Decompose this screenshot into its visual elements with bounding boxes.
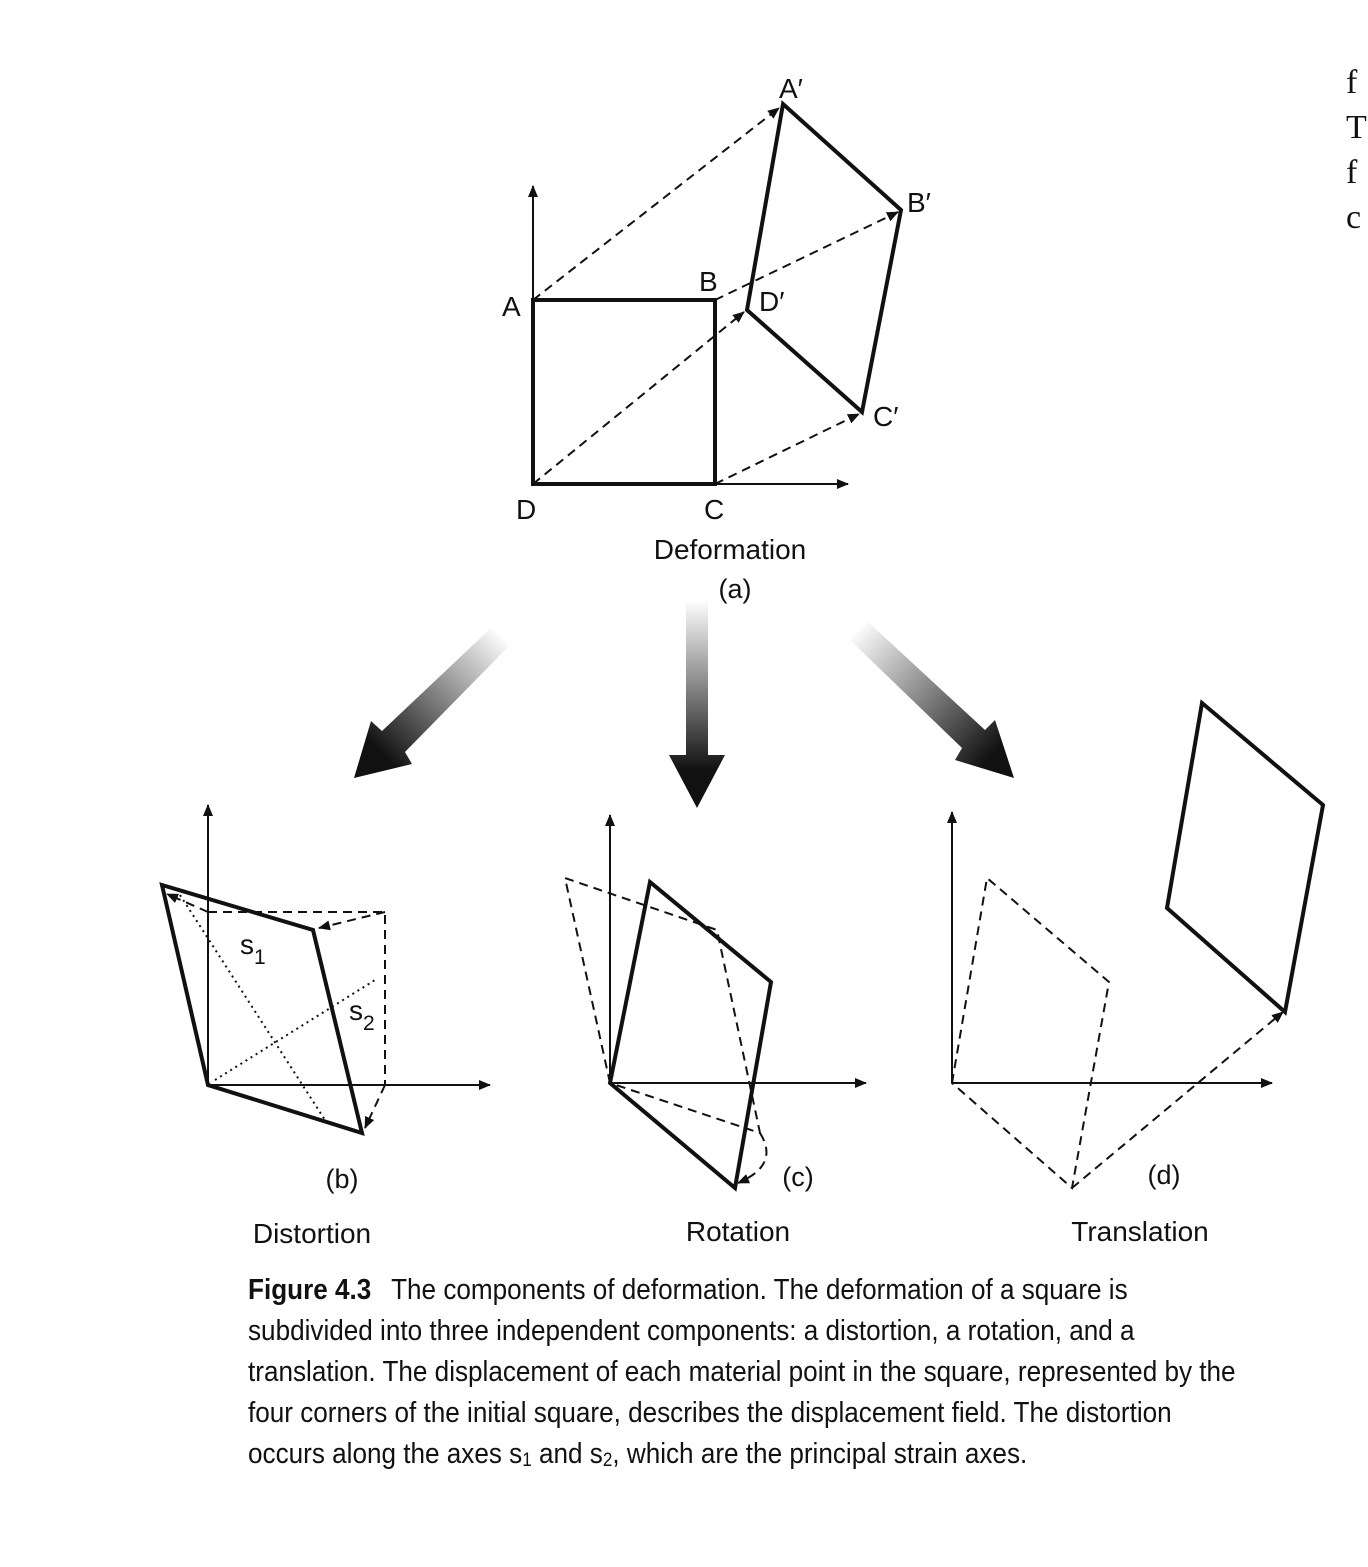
label-a-prime: A′	[779, 73, 803, 104]
deformed-square	[744, 100, 904, 416]
displacement-c	[714, 413, 860, 485]
label-b-prime: B′	[907, 187, 931, 218]
margin-letter: f	[1346, 154, 1358, 191]
panel-a-sublabel: (a)	[719, 574, 752, 604]
rotation-path	[737, 1132, 768, 1184]
s1-label: s1	[240, 929, 266, 969]
panel-d-sublabel: (d)	[1148, 1160, 1181, 1190]
caption-sub-1: 1	[522, 1450, 532, 1471]
label-d: D	[516, 494, 536, 525]
corner-arrow-a	[166, 893, 209, 913]
panel-a-deformation: A B C D A′ B′ C′ D′ Deformation (a)	[502, 73, 931, 604]
caption-label: Figure 4.3	[248, 1274, 372, 1306]
arrow-to-translation	[850, 622, 1014, 778]
label-a: A	[502, 291, 521, 322]
panel-c-sublabel: (c)	[782, 1162, 813, 1192]
caption-sub-2: 2	[602, 1450, 613, 1471]
panel-d-translation: (d) Translation	[947, 699, 1326, 1247]
displacement-d	[532, 311, 745, 485]
panel-b-distortion: s1 s2 (b) Distortion	[159, 804, 491, 1249]
distorted-square	[159, 882, 365, 1136]
component-arrows	[354, 600, 1014, 808]
displacement-a	[532, 107, 780, 301]
translated-shape	[1164, 699, 1326, 1016]
reference-square	[208, 911, 386, 1085]
margin-letter: c	[1346, 199, 1362, 236]
panel-c-title: Rotation	[686, 1216, 790, 1247]
label-c-prime: C′	[873, 401, 898, 432]
displacement-b	[714, 211, 899, 301]
pre-rotation-shape	[563, 876, 762, 1135]
translation-vector	[1071, 1011, 1284, 1189]
margin-letter: T	[1346, 109, 1367, 146]
pre-translation-shape	[950, 876, 1111, 1190]
s2-label: s2	[349, 995, 375, 1035]
panel-b-title: Distortion	[253, 1218, 371, 1249]
strain-axis-s2	[214, 979, 376, 1081]
label-c: C	[704, 494, 724, 525]
margin-letter: f	[1346, 64, 1358, 101]
panel-a-title: Deformation	[654, 534, 807, 565]
cropped-margin-text: f T f c	[1346, 60, 1368, 240]
corner-arrow-b	[318, 911, 386, 931]
corner-arrow-c	[364, 1084, 386, 1129]
caption-text-1: The components of deformation. The defor…	[248, 1274, 1236, 1470]
arrow-to-rotation	[669, 600, 725, 808]
initial-square	[531, 298, 717, 486]
strain-axis-s1	[179, 894, 326, 1121]
panel-c-rotation: (c) Rotation	[563, 814, 867, 1247]
caption-text-2: and s	[531, 1438, 603, 1470]
rotated-shape	[607, 878, 774, 1192]
label-d-prime: D′	[759, 286, 784, 317]
panel-b-sublabel: (b)	[326, 1164, 359, 1194]
label-b: B	[699, 266, 718, 297]
arrow-to-distortion	[354, 628, 509, 778]
caption-text-3: , which are the principal strain axes.	[612, 1438, 1028, 1470]
panel-d-title: Translation	[1071, 1216, 1208, 1247]
